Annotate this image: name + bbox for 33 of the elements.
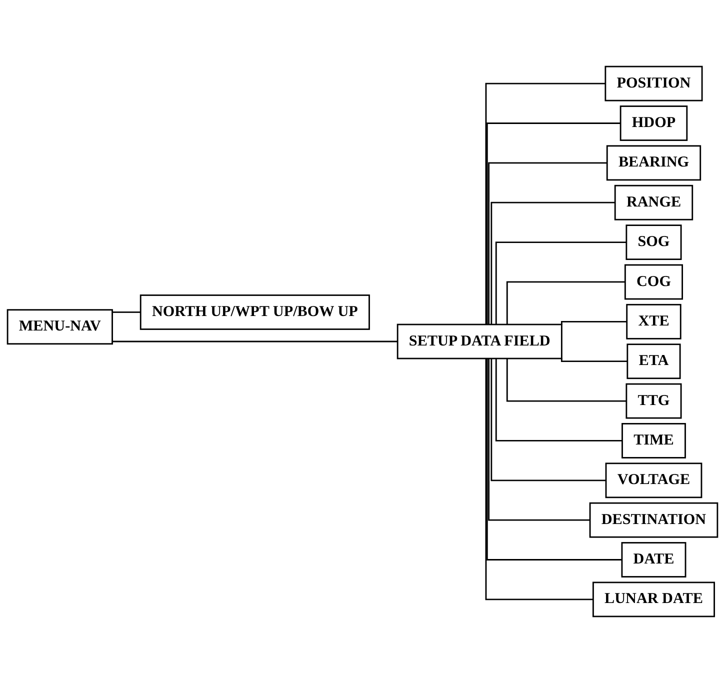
connector bbox=[112, 312, 141, 316]
node-box: RANGE bbox=[614, 184, 694, 220]
node-box: ETA bbox=[626, 344, 681, 380]
node-box: NORTH UP/WPT UP/BOW UP bbox=[140, 294, 370, 330]
node-box: SETUP DATA FIELD bbox=[396, 324, 562, 360]
node-box: MENU-NAV bbox=[6, 309, 113, 345]
node-box: VOLTAGE bbox=[605, 462, 702, 498]
node-box: LUNAR DATE bbox=[592, 582, 715, 618]
connector bbox=[486, 122, 621, 324]
node-box: DATE bbox=[621, 542, 686, 578]
connector bbox=[112, 338, 398, 342]
connector bbox=[506, 358, 626, 402]
connector bbox=[488, 358, 590, 521]
node-box: BEARING bbox=[606, 145, 702, 181]
connector bbox=[495, 242, 626, 324]
node-box: SOG bbox=[626, 224, 682, 260]
node-box: DESTINATION bbox=[589, 502, 718, 538]
node-box: COG bbox=[624, 264, 683, 300]
connector bbox=[485, 358, 594, 600]
node-box: HDOP bbox=[620, 106, 688, 141]
connector bbox=[488, 162, 608, 324]
node-box: TTG bbox=[626, 383, 682, 419]
connector bbox=[490, 202, 616, 324]
connector bbox=[495, 358, 622, 442]
connector bbox=[485, 82, 606, 324]
connector bbox=[486, 358, 622, 560]
node-box: POSITION bbox=[604, 66, 703, 102]
node-box: XTE bbox=[626, 304, 682, 340]
connector bbox=[490, 358, 606, 482]
connector bbox=[506, 281, 626, 324]
node-box: TIME bbox=[622, 423, 686, 458]
connector bbox=[560, 320, 627, 325]
connector bbox=[560, 358, 628, 362]
